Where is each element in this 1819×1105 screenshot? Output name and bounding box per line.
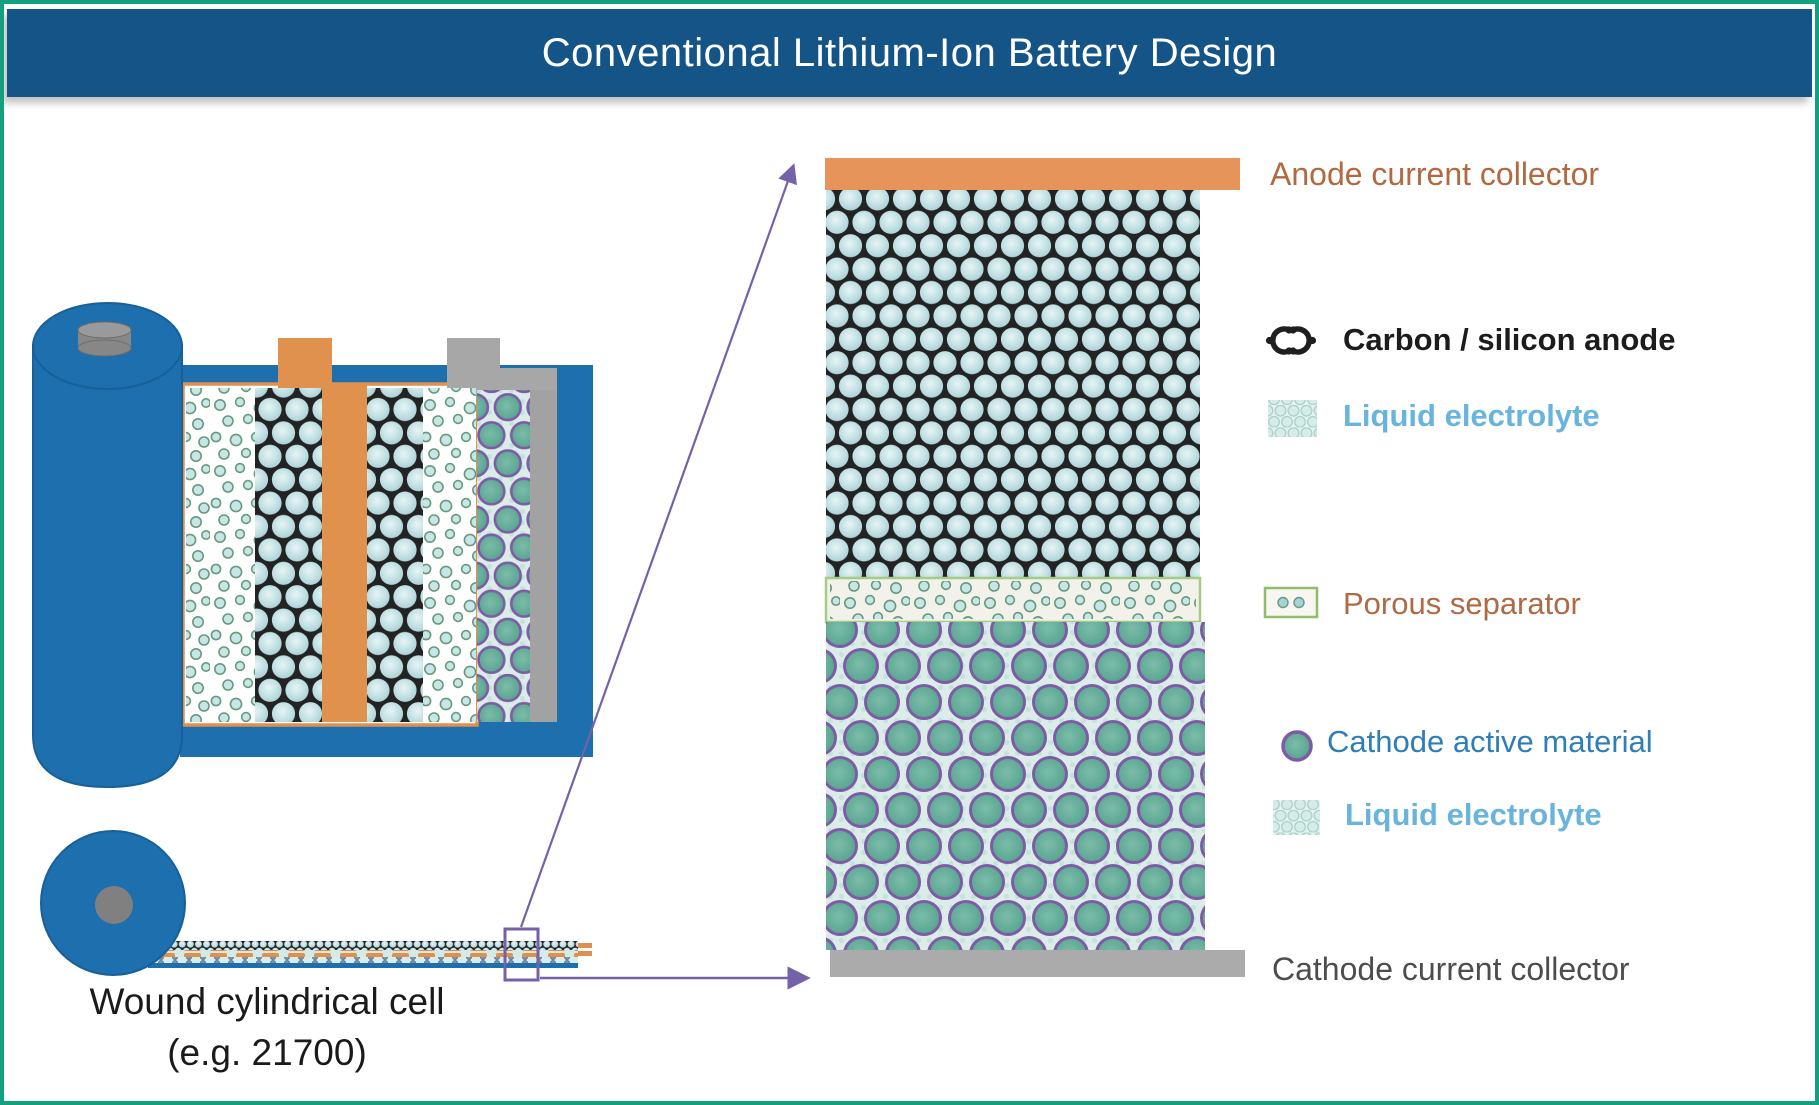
separator-swatch-icon bbox=[1263, 586, 1319, 619]
cathode-collector-layer bbox=[530, 390, 557, 722]
cylinder-terminal bbox=[77, 321, 132, 357]
legend-carbon-silicon-anode: Carbon / silicon anode bbox=[1343, 322, 1676, 357]
separator-layer-right-dots bbox=[423, 388, 476, 722]
anode-collector-layer bbox=[322, 388, 367, 722]
legend-liquid-electrolyte-anode: Liquid electrolyte bbox=[1343, 398, 1600, 433]
cylinder-body bbox=[32, 344, 183, 789]
cathode-particle-icon bbox=[1281, 730, 1313, 762]
highlight-box bbox=[503, 927, 540, 982]
detail-anode-layer bbox=[826, 190, 1200, 578]
detail-anode-collector bbox=[825, 158, 1240, 190]
detail-cathode-layer bbox=[826, 622, 1205, 950]
legend-liquid-electrolyte-cathode: Liquid electrolyte bbox=[1345, 797, 1602, 832]
legend-cathode-active-material: Cathode active material bbox=[1327, 724, 1653, 759]
wound-strip bbox=[148, 941, 592, 968]
anode-layer-right bbox=[367, 388, 423, 722]
electrolyte-swatch-icon bbox=[1268, 400, 1317, 437]
wound-cell-caption-format: (e.g. 21700) bbox=[167, 1032, 367, 1073]
anode-layer-left bbox=[255, 388, 322, 722]
zoom-arrow-up bbox=[519, 163, 797, 928]
zoom-callout bbox=[503, 163, 811, 990]
legend-anode-current-collector: Anode current collector bbox=[1270, 156, 1600, 192]
legend-porous-separator: Porous separator bbox=[1343, 586, 1581, 621]
wound-cell-diagram bbox=[40, 830, 592, 976]
title-bar: Conventional Lithium-Ion Battery Design bbox=[7, 9, 1812, 97]
electrolyte-swatch-icon-2 bbox=[1273, 800, 1320, 835]
anode-tab bbox=[278, 338, 367, 402]
cathode-tab bbox=[447, 338, 557, 398]
legend-cathode-current-collector: Cathode current collector bbox=[1272, 951, 1630, 987]
wound-roll-core bbox=[95, 886, 133, 924]
page-title: Conventional Lithium-Ion Battery Design bbox=[541, 30, 1278, 75]
unrolled-cell-diagram bbox=[180, 338, 593, 757]
layer-detail-view bbox=[824, 158, 1245, 977]
stack-layers bbox=[186, 388, 557, 722]
cylinder-cell bbox=[32, 302, 183, 789]
cathode-layer bbox=[477, 390, 530, 722]
detail-cathode-collector bbox=[830, 950, 1245, 977]
carbon-molecule-icon bbox=[1265, 326, 1317, 355]
separator-layer-left-dots bbox=[186, 388, 255, 722]
wound-cell-caption: Wound cylindrical cell bbox=[89, 981, 445, 1022]
detail-separator-dots bbox=[830, 581, 1196, 619]
